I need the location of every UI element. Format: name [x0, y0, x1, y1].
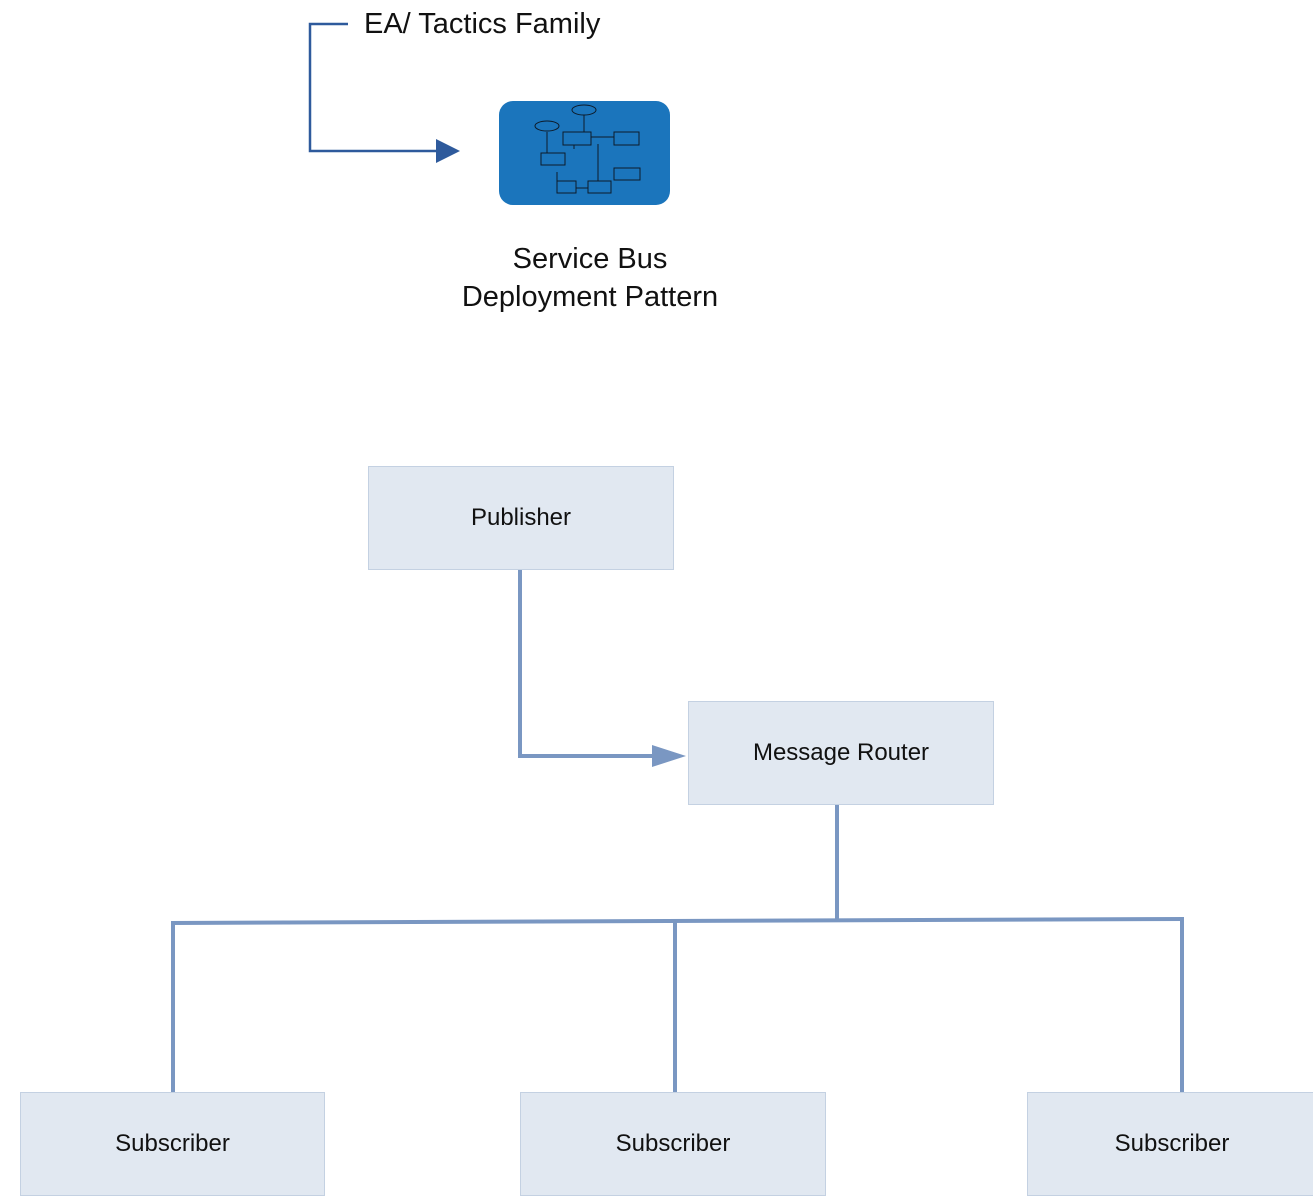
publisher-to-router-connector	[518, 570, 654, 758]
pattern-caption: Service Bus Deployment Pattern	[430, 240, 750, 316]
deployment-diagram-icon	[499, 101, 670, 205]
subscriber-label: Subscriber	[615, 1130, 731, 1157]
publisher-to-router-arrowhead	[652, 745, 686, 767]
subscriber-label: Subscriber	[115, 1130, 230, 1157]
publisher-label: Publisher	[470, 504, 572, 531]
publisher-node: Publisher	[368, 466, 674, 570]
subscriber-label: Subscriber	[1114, 1130, 1230, 1157]
subscriber-bus-line	[170, 917, 1185, 925]
message-router-node: Message Router	[688, 701, 994, 805]
pattern-caption-line-2: Deployment Pattern	[461, 281, 719, 313]
family-label: EA/ Tactics Family	[364, 8, 601, 40]
subscriber-node-2: Subscriber	[520, 1092, 826, 1196]
pattern-caption-line-1: Service Bus	[512, 243, 668, 275]
message-router-label: Message Router	[752, 739, 930, 766]
subscriber-node-3: Subscriber	[1027, 1092, 1313, 1196]
family-connector	[308, 22, 436, 153]
family-connector-arrowhead	[436, 139, 460, 163]
subscriber-node-1: Subscriber	[20, 1092, 325, 1196]
